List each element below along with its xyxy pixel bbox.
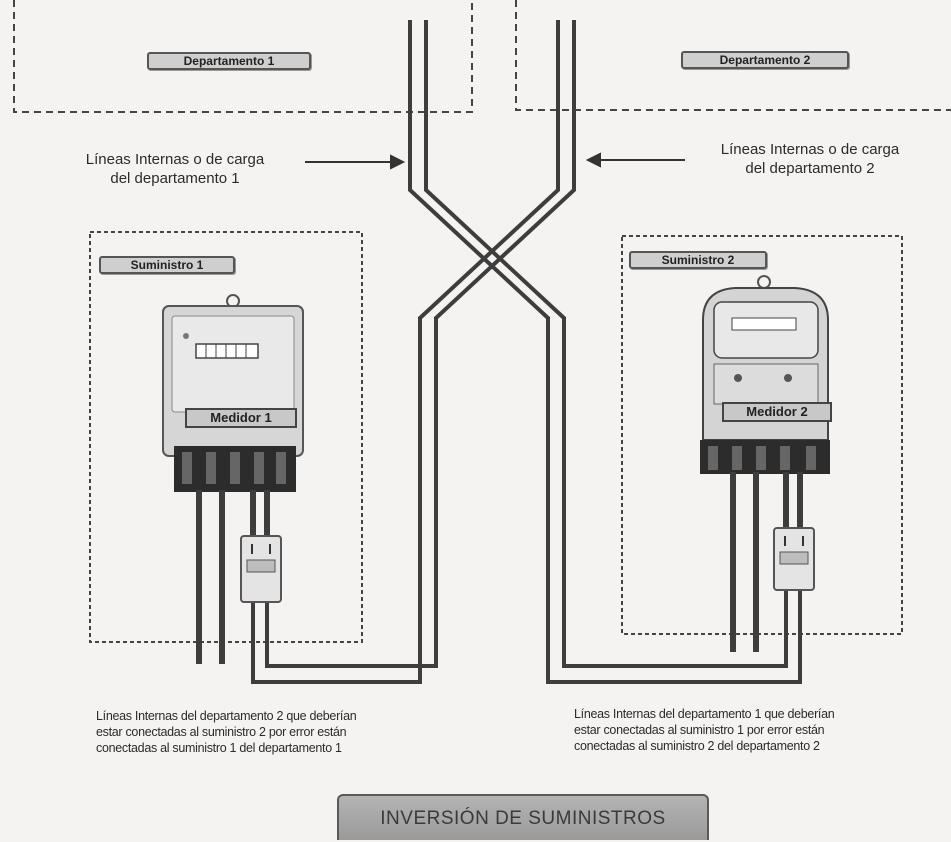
supply-2-box: [621, 235, 903, 635]
supply-1-tag: Suministro 1: [99, 256, 235, 274]
department-1-box: [13, 0, 473, 113]
breaker-2: [773, 527, 815, 591]
department-1-tag: Departamento 1: [147, 52, 311, 70]
note-right: Líneas Internas del departamento 1 que d…: [574, 707, 835, 753]
department-2-tag: Departamento 2: [681, 51, 849, 69]
annotation-arrows: [305, 152, 685, 170]
department-1-lines-label: Líneas Internas o de carga del departame…: [85, 151, 265, 187]
meter-1-label: Medidor 1: [185, 408, 297, 428]
note-left: Líneas Internas del departamento 2 que d…: [96, 709, 357, 755]
meter-2-legs: [730, 472, 803, 652]
department-2-lines: [251, 20, 576, 684]
meter-2-label: Medidor 2: [722, 402, 832, 422]
department-2-lines-label: Líneas Internas o de carga del departame…: [720, 141, 900, 177]
supply-1-box: [89, 231, 363, 643]
meter-2: [700, 275, 830, 474]
supply-2-tag: Suministro 2: [629, 251, 767, 269]
breaker-1: [240, 535, 282, 603]
meter-1-legs: [196, 490, 270, 664]
department-1-lines: [408, 20, 802, 684]
diagram-title: INVERSIÓN DE SUMINISTROS: [337, 794, 709, 840]
meter-1: [162, 294, 304, 492]
department-2-box: [515, 0, 951, 111]
